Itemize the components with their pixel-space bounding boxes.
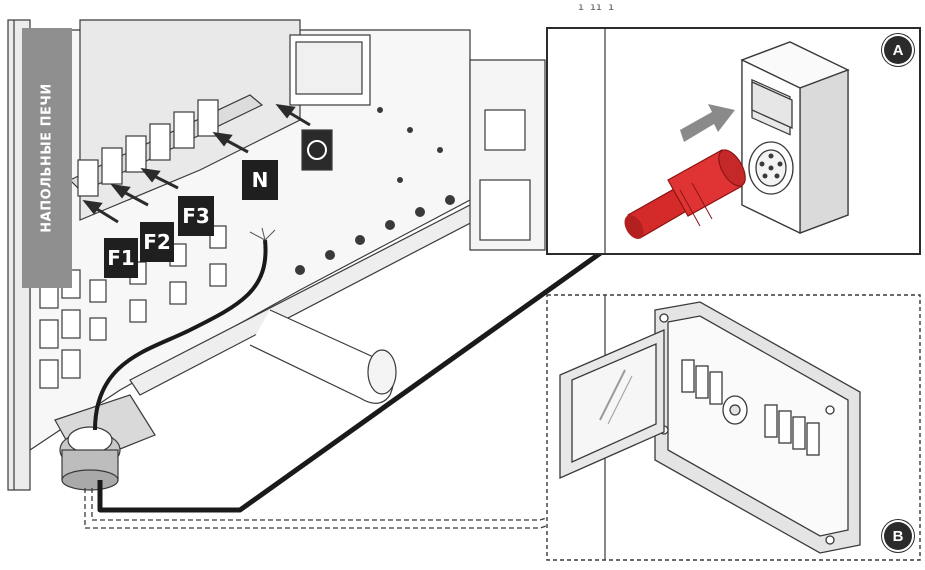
oven-panel: [7, 19, 546, 491]
dashed-route: [84, 479, 691, 529]
internal-wire: [93, 239, 268, 431]
top-tick-mark: ı ıı ı: [578, 2, 615, 13]
distribution-box: [559, 301, 861, 554]
detail-a-frame: [546, 27, 921, 255]
callout-a-badge: A: [884, 36, 912, 64]
terminal-f3-label: F3: [178, 196, 214, 236]
terminal-f2-label: F2: [140, 222, 174, 262]
cable-gland: [54, 394, 156, 491]
detail-b: [546, 294, 921, 561]
terminal-f1-label: F1: [104, 238, 138, 278]
breaker-row: [77, 99, 219, 197]
wire-strands: [249, 227, 276, 241]
wall-socket: [740, 41, 850, 235]
callout-b-badge: B: [884, 522, 912, 550]
power-cable: [97, 229, 632, 513]
red-plug: [624, 149, 746, 239]
terminal-grid: [39, 225, 227, 389]
panel-side-label-text: НАПОЛЬНЫЕ ПЕЧИ: [39, 83, 55, 233]
screw-holes: [295, 107, 455, 275]
detail-a: [546, 27, 921, 255]
terminal-arrows: [82, 103, 311, 224]
panel-side-label: НАПОЛЬНЫЕ ПЕЧИ: [22, 28, 72, 288]
insert-arrow: [680, 104, 735, 142]
ground-terminal: [301, 129, 333, 171]
terminal-n-label: N: [242, 160, 278, 200]
